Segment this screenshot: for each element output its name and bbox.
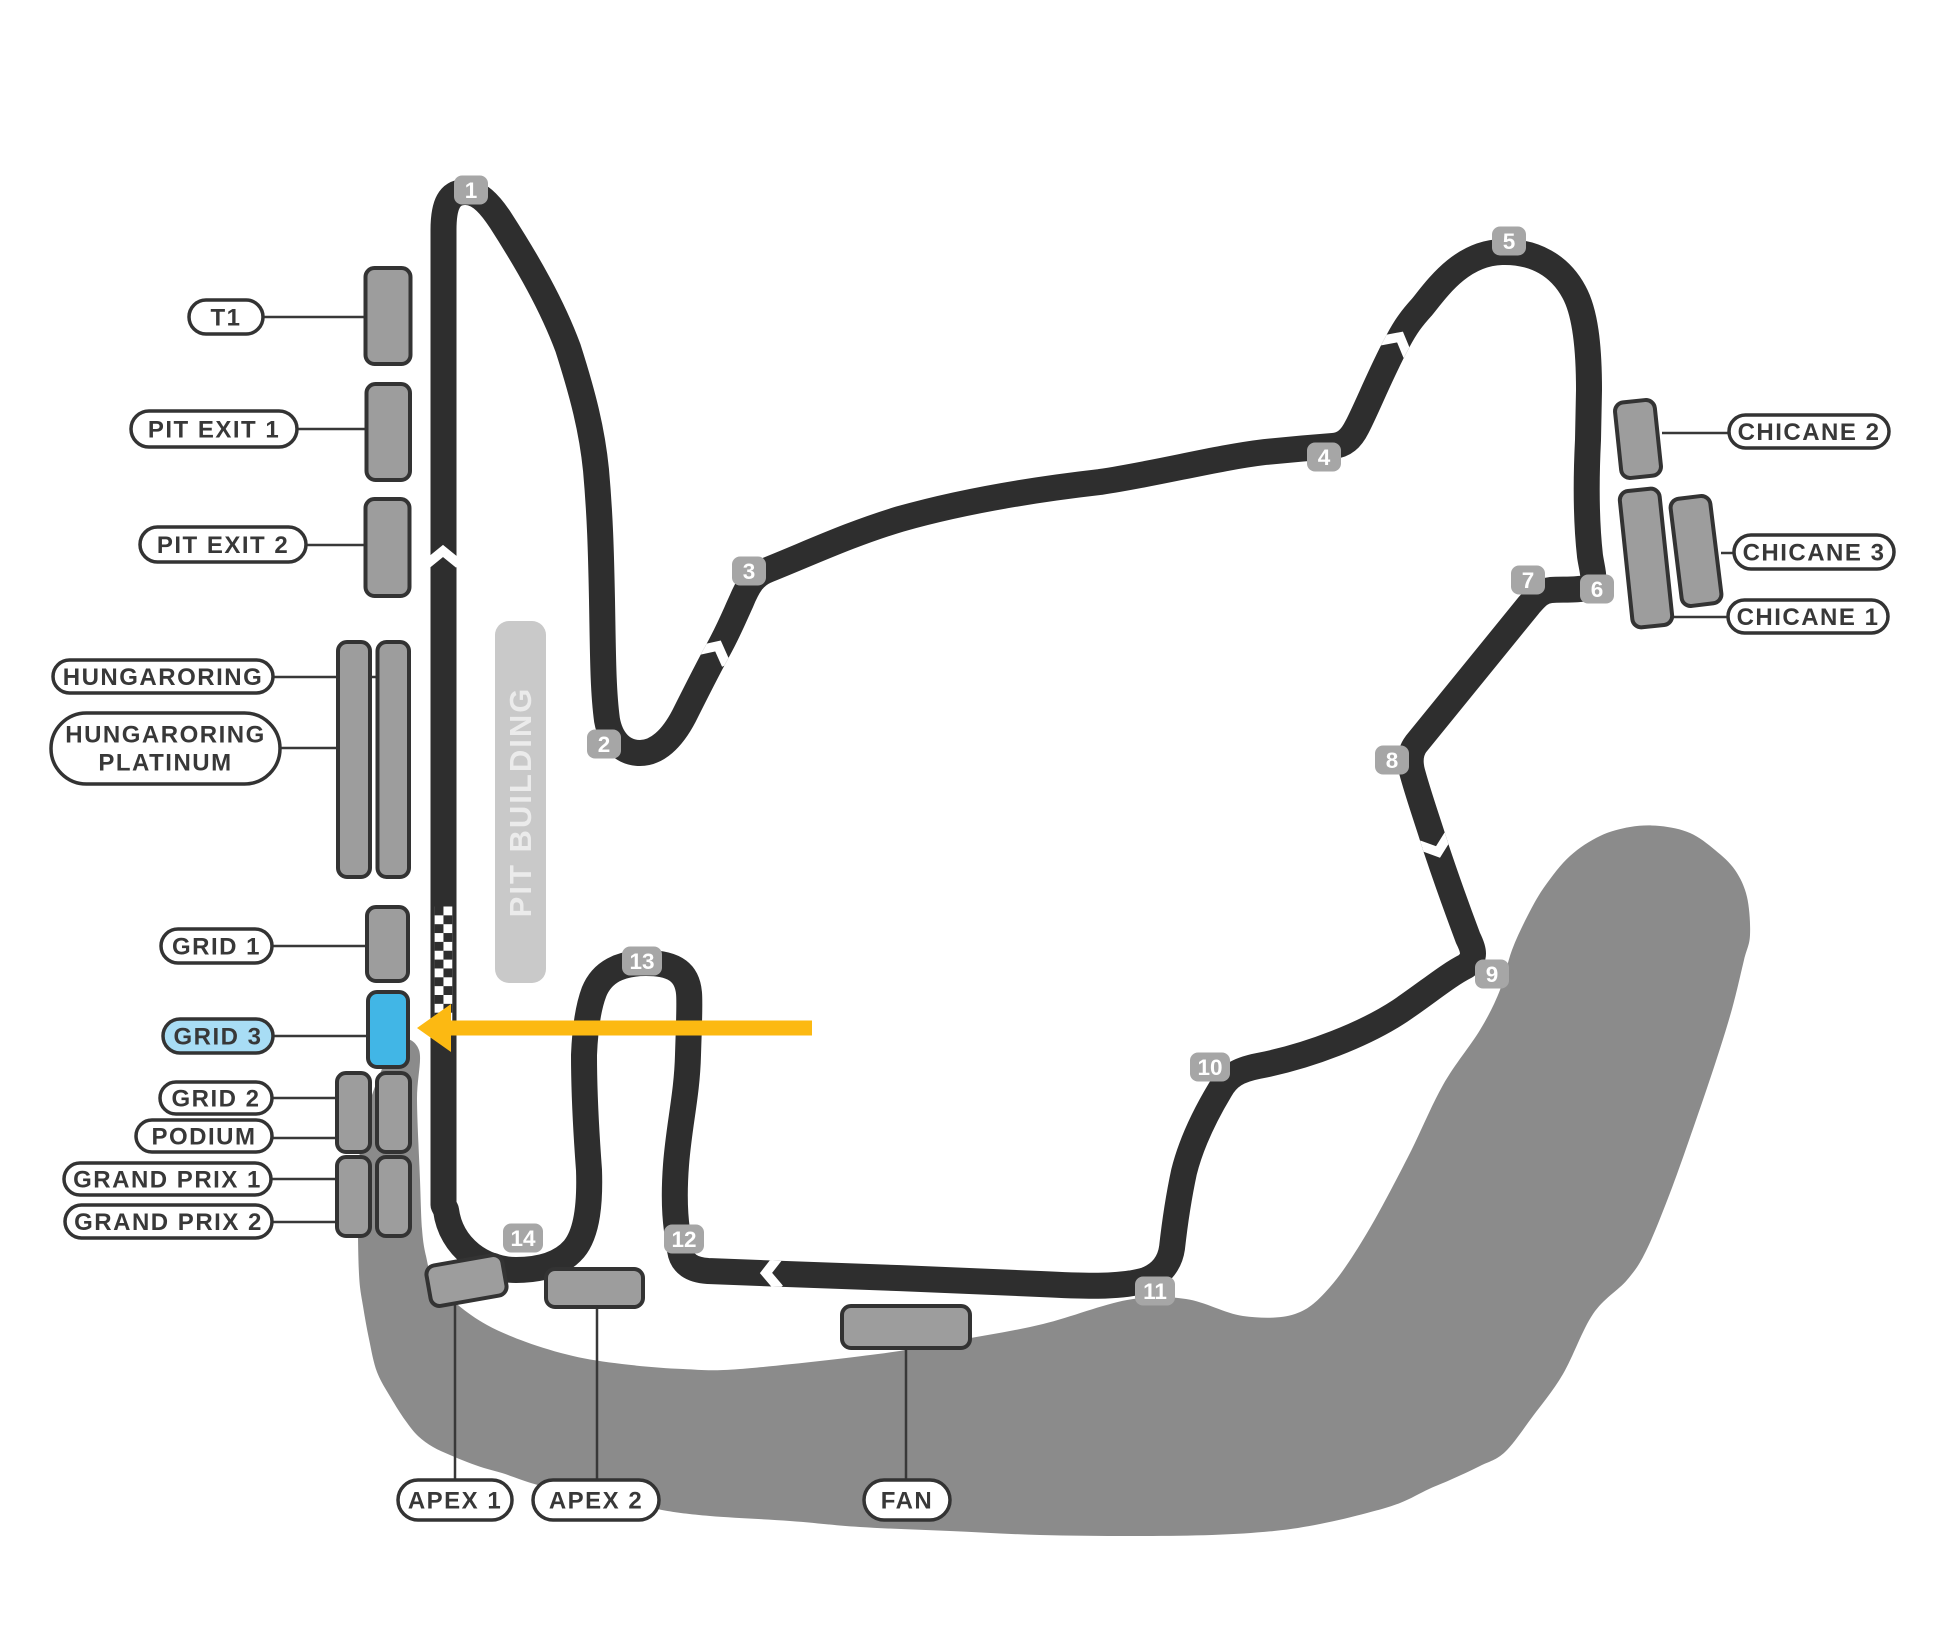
svg-text:GRID 3: GRID 3 [173,1024,262,1051]
svg-text:10: 10 [1197,1055,1222,1080]
svg-text:APEX 1: APEX 1 [408,1488,502,1515]
svg-text:HUNGARORING: HUNGARORING [63,664,264,691]
svg-text:PODIUM: PODIUM [152,1124,257,1151]
svg-text:6: 6 [1591,577,1604,602]
svg-text:11: 11 [1143,1279,1167,1304]
svg-text:4: 4 [1318,445,1331,470]
svg-text:CHICANE 3: CHICANE 3 [1743,540,1886,567]
svg-text:PLATINUM: PLATINUM [98,750,232,777]
svg-text:GRAND PRIX 1: GRAND PRIX 1 [73,1167,262,1194]
svg-text:PIT EXIT 1: PIT EXIT 1 [148,417,280,444]
svg-text:CHICANE 2: CHICANE 2 [1738,419,1881,446]
svg-text:12: 12 [671,1227,696,1252]
svg-text:14: 14 [510,1226,536,1251]
svg-text:13: 13 [629,949,654,974]
svg-text:8: 8 [1386,748,1399,773]
svg-text:APEX 2: APEX 2 [549,1488,643,1515]
svg-text:7: 7 [1522,568,1535,593]
svg-text:GRID 1: GRID 1 [172,934,261,961]
svg-text:FAN: FAN [881,1488,934,1515]
svg-text:1: 1 [465,178,478,203]
svg-text:9: 9 [1486,962,1499,987]
svg-text:GRID 2: GRID 2 [171,1086,260,1113]
svg-text:PIT EXIT 2: PIT EXIT 2 [157,532,289,559]
svg-text:5: 5 [1503,229,1516,254]
svg-text:PIT BUILDING: PIT BUILDING [503,687,538,918]
svg-text:HUNGARORING: HUNGARORING [65,722,266,749]
svg-text:3: 3 [743,559,756,584]
svg-text:2: 2 [598,732,611,757]
svg-text:T1: T1 [210,305,241,332]
svg-text:GRAND PRIX 2: GRAND PRIX 2 [74,1209,263,1236]
svg-text:CHICANE 1: CHICANE 1 [1737,604,1880,631]
